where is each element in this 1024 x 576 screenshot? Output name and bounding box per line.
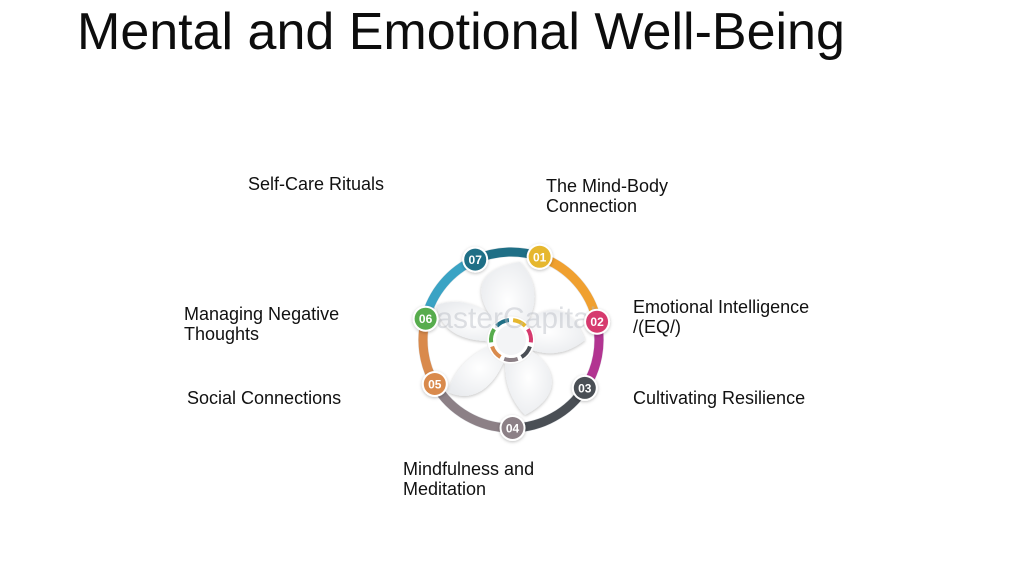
- hub-segment: [503, 356, 519, 362]
- badge-circle: [528, 245, 551, 268]
- item-label-04: Mindfulness and Meditation: [403, 459, 535, 499]
- number-badge-07: 07: [462, 246, 489, 273]
- number-badge-05: 05: [421, 371, 448, 397]
- item-label-07: Self-Care Rituals: [248, 174, 385, 194]
- badge-number: 07: [469, 253, 483, 267]
- item-label-01: The Mind-Body Connection: [546, 176, 669, 216]
- badge-number: 05: [428, 378, 442, 392]
- watermark-text: FasterCapital: [418, 302, 596, 335]
- number-badges: 01 02 03 04 05 06 07: [412, 243, 611, 441]
- badge-circle: [586, 310, 609, 333]
- slide-title: Mental and Emotional Well-Being: [77, 3, 845, 61]
- number-badge-06: 06: [412, 305, 439, 332]
- hub-segments: [489, 318, 533, 362]
- hub-segment: [512, 318, 527, 328]
- badge-number: 04: [506, 421, 520, 435]
- badge-circle: [501, 416, 524, 439]
- item-label-02: Emotional Intelligence /(EQ/): [633, 297, 810, 337]
- number-badge-01: 01: [526, 243, 553, 270]
- badge-circle: [423, 373, 446, 395]
- item-label-06: Managing Negative Thoughts: [184, 304, 340, 344]
- item-label-05: Social Connections: [187, 388, 342, 408]
- hub-segment: [490, 345, 502, 359]
- hub-segment: [489, 328, 496, 343]
- item-label-03: Cultivating Resilience: [633, 388, 806, 408]
- badge-number: 03: [578, 381, 592, 395]
- hub-center: [496, 325, 526, 355]
- badge-circle: [464, 248, 487, 271]
- number-badge-03: 03: [571, 374, 598, 401]
- badge-number: 01: [533, 250, 547, 264]
- hub-segment: [495, 318, 510, 328]
- hub-segment: [526, 328, 533, 343]
- hub-segment: [520, 345, 532, 359]
- number-badge-04: 04: [499, 414, 526, 441]
- badge-circle: [573, 376, 596, 399]
- number-badge-02: 02: [584, 308, 611, 335]
- badge-number: 06: [419, 312, 433, 326]
- badge-circle: [414, 307, 437, 330]
- badge-number: 02: [590, 315, 604, 329]
